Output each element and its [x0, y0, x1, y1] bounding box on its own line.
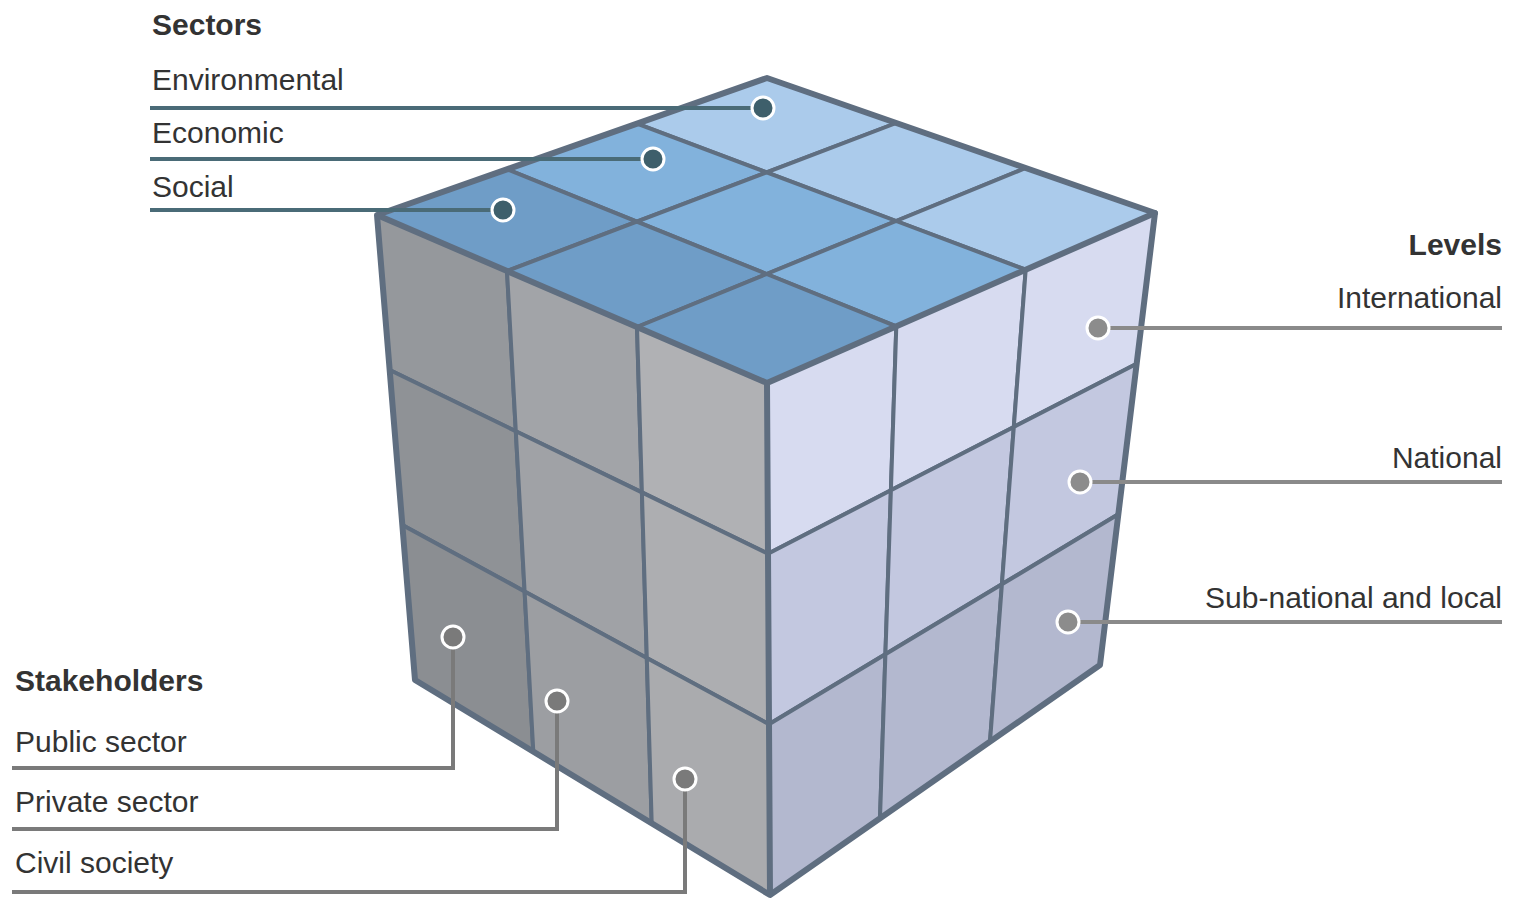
leader-dot [1057, 611, 1079, 633]
leader-dot [752, 97, 774, 119]
stakeholder-label: Civil society [15, 846, 173, 880]
stakeholder-label: Private sector [15, 785, 198, 819]
leader-line [150, 208, 503, 212]
leader-dot [1087, 317, 1109, 339]
leader-dot [492, 199, 514, 221]
leader-line [12, 779, 685, 892]
sector-label: Environmental [152, 63, 344, 97]
stakeholder-label: Public sector [15, 725, 187, 759]
right-face-cell [880, 584, 1002, 818]
leader-line [12, 637, 453, 768]
right-face-cell [769, 654, 885, 895]
leader-lines [12, 108, 1502, 892]
leader-line [1080, 480, 1502, 484]
leader-line [1068, 620, 1502, 624]
left-face-cell [525, 591, 652, 823]
leader-line [12, 701, 557, 829]
level-label: National [1392, 441, 1502, 475]
leader-line [1098, 326, 1502, 330]
group-heading: Stakeholders [15, 664, 203, 698]
leader-dots [442, 97, 1109, 790]
leader-dot [674, 768, 696, 790]
sector-label: Economic [152, 116, 284, 150]
cube-outline [377, 78, 1155, 895]
leader-dot [1069, 471, 1091, 493]
cube-edge [377, 213, 1155, 895]
leader-line [150, 106, 763, 110]
group-heading: Levels [1409, 228, 1502, 262]
leader-line [150, 157, 653, 161]
leader-dot [546, 690, 568, 712]
level-label: Sub-national and local [1205, 581, 1502, 615]
cube [377, 78, 1155, 895]
right-face-cell [990, 514, 1118, 741]
sector-label: Social [152, 170, 234, 204]
leader-dot [442, 626, 464, 648]
group-heading: Sectors [152, 8, 262, 42]
level-label: International [1337, 281, 1502, 315]
left-face-cell [402, 525, 533, 752]
leader-dot [642, 148, 664, 170]
